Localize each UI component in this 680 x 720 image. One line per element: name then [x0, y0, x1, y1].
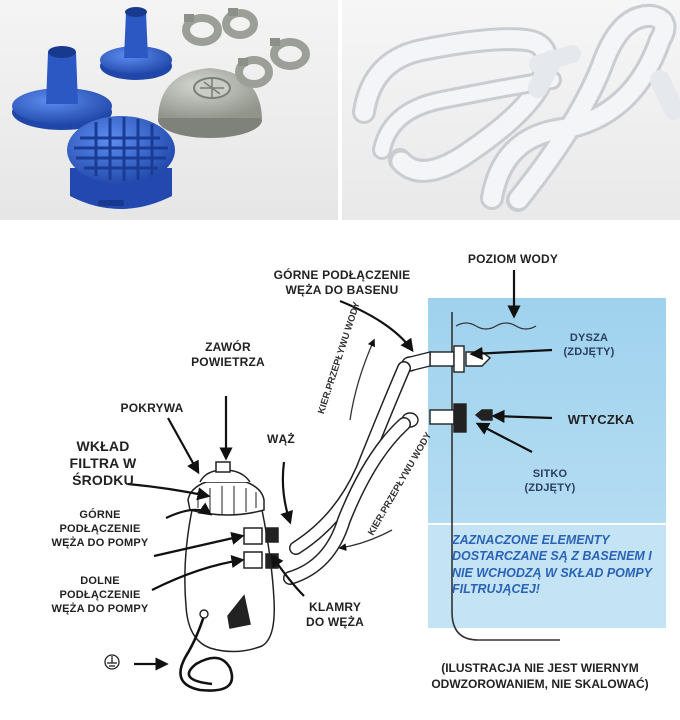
- label-strainer: SITKO (ZDJĘTY): [524, 468, 576, 494]
- label-air-valve: ZAWÓR POWIETRZA: [191, 340, 265, 369]
- blue-adapter-icon: [100, 7, 172, 80]
- label-upper-pool-connection: GÓRNE PODŁĄCZENIE WĘŻA DO BASENU: [273, 268, 411, 297]
- blue-adapter-icon: [12, 46, 112, 130]
- label-hose: WĄŻ: [267, 432, 295, 446]
- gray-strainer-icon: [158, 68, 262, 138]
- label-nozzle: DYSZA (ZDJĘTY): [563, 332, 615, 358]
- arrow-icon: [127, 270, 553, 671]
- pump-diagram: [104, 270, 666, 692]
- ground-icon: [104, 654, 120, 670]
- blue-strainer-icon: [67, 116, 175, 209]
- power-cord-icon: [179, 615, 234, 692]
- hose-clamp-icon: [182, 9, 310, 88]
- water-area: [428, 298, 666, 524]
- photo-fittings: [0, 0, 338, 220]
- label-plug: WTYCZKA: [567, 412, 635, 427]
- hose-icon: [283, 361, 411, 585]
- label-hose-clamps: KLAMRY DO WĘŻA: [305, 600, 365, 629]
- label-filter-cartridge: WKŁAD FILTRA W ŚRODKU: [69, 438, 137, 488]
- label-upper-pump-connection: GÓRNE PODŁĄCZENIE WĘŻA DO POMPY: [51, 509, 149, 549]
- note-panel: [428, 524, 666, 628]
- white-hose-icon: [352, 3, 680, 212]
- plug-fitting-icon: [401, 403, 493, 433]
- label-cover: POKRYWA: [120, 401, 184, 415]
- supplied-parts-note: ZAZNACZONE ELEMENTY DOSTARCZANE SĄ Z BAS…: [452, 533, 652, 596]
- pool-wall: [451, 312, 560, 641]
- pump-body-icon: [184, 461, 279, 653]
- label-lower-pump-connection: DOLNE PODŁĄCZENIE WĘŻA DO POMPY: [51, 575, 149, 615]
- illustration-disclaimer: (ILUSTRACJA NIE JEST WIERNYM ODWZOROWANI…: [431, 661, 649, 692]
- water-surface: [455, 322, 537, 330]
- label-water-level: POZIOM WODY: [467, 252, 559, 266]
- photo-hoses: [342, 0, 680, 220]
- fittings-illustration: [12, 7, 310, 209]
